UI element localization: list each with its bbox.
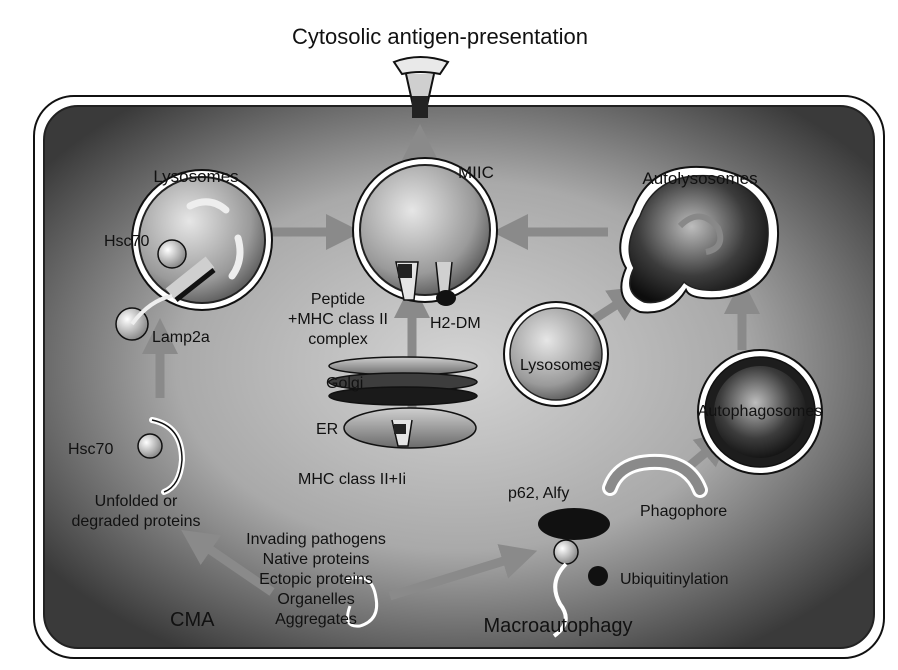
label-ubiquitinylation: Ubiquitinylation — [620, 571, 729, 588]
label-autolysosomes: Autolysosomes — [642, 169, 757, 188]
endoplasmic-reticulum — [344, 408, 476, 448]
label-peptide-line3: complex — [308, 331, 368, 348]
label-unfolded-line2: degraded proteins — [72, 513, 201, 530]
label-substrate-0: Invading pathogens — [246, 531, 386, 548]
lysosome-right — [504, 302, 608, 406]
hsc70-chaperone-bottom — [138, 434, 162, 458]
label-p62-alfy: p62, Alfy — [508, 485, 569, 502]
label-cma: CMA — [170, 609, 215, 631]
label-peptide-line2: +MHC class II — [288, 311, 388, 328]
label-substrate-2: Ectopic proteins — [259, 571, 373, 588]
label-h2-dm: H2-DM — [430, 315, 481, 332]
lysosome-left — [132, 170, 272, 310]
label-unfolded-line1: Unfolded or — [95, 493, 178, 510]
label-er: ER — [316, 421, 338, 438]
label-hsc70-top: Hsc70 — [104, 233, 149, 250]
label-lamp2a: Lamp2a — [152, 329, 210, 346]
label-lysosomes-left: Lysosomes — [153, 167, 238, 186]
label-phagophore: Phagophore — [640, 503, 727, 520]
label-substrate-1: Native proteins — [263, 551, 370, 568]
label-miic: MIIC — [458, 163, 494, 182]
label-peptide-line1: Peptide — [311, 291, 365, 308]
label-substrate-3: Organelles — [277, 591, 354, 608]
label-macroautophagy: Macroautophagy — [484, 615, 633, 637]
label-hsc70-bottom: Hsc70 — [68, 441, 113, 458]
label-autophagosomes: Autophagosomes — [698, 403, 823, 420]
hsc70-chaperone-top — [158, 240, 186, 268]
label-substrate-4: Aggregates — [275, 611, 357, 628]
top-title: Cytosolic antigen-presentation — [292, 24, 588, 49]
label-mhc-class-ii-li: MHC class II+Ii — [298, 471, 406, 488]
label-golgi: Golgi — [326, 375, 363, 392]
label-lysosomes-right: Lysosomes — [520, 357, 600, 374]
